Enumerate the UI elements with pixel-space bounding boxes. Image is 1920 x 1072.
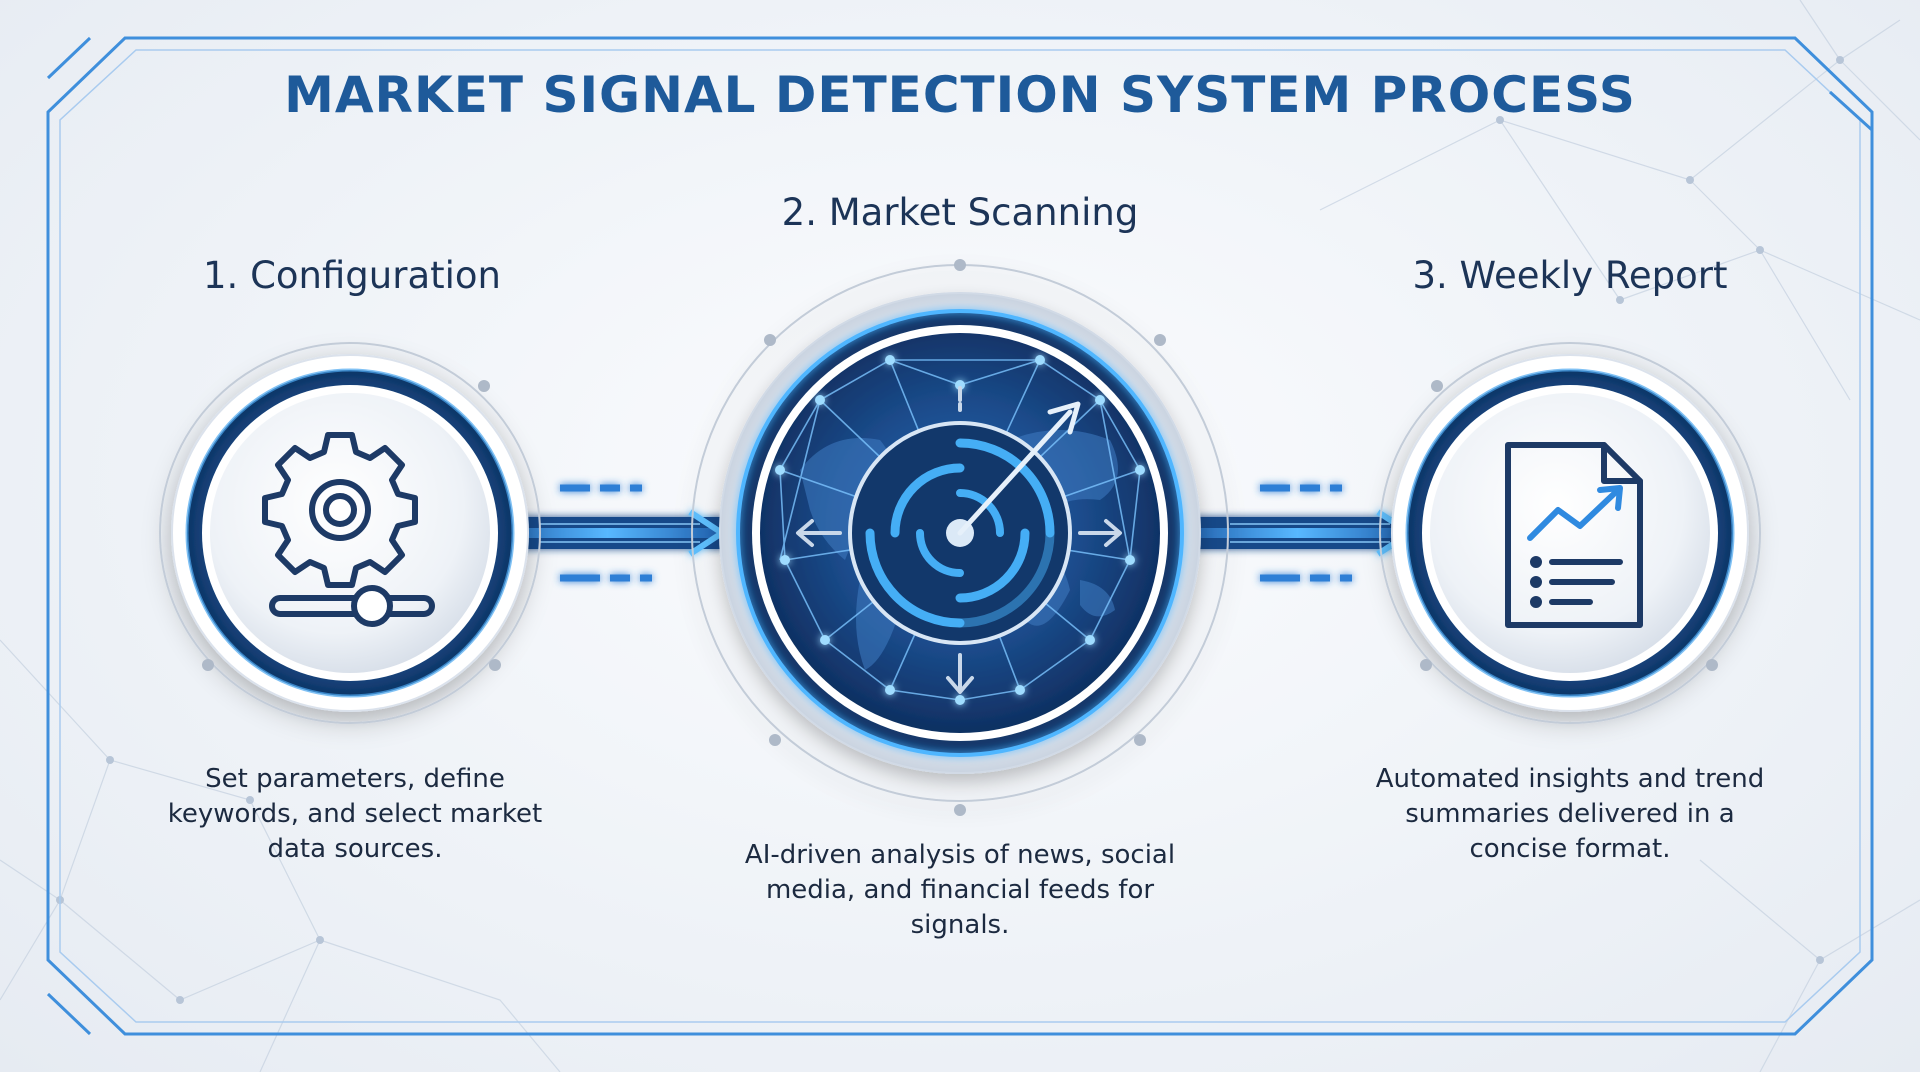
step-3-node [1379, 342, 1761, 724]
report-chart-icon [1505, 442, 1643, 628]
step-1-description: Set parameters, define keywords, and sel… [167, 764, 543, 864]
step-3-description: Automated insights and trend summaries d… [1375, 764, 1765, 864]
radar-globe-icon [848, 401, 1081, 645]
step-3-title: 3. Weekly Report [1412, 254, 1728, 297]
step-3-orbit-dots [1420, 380, 1718, 671]
gear-slider-icon [262, 432, 435, 627]
outer-frame [46, 36, 1874, 1036]
step-1-orbit-dots [202, 380, 501, 671]
scan-direction-arrows [796, 386, 1122, 694]
network-nodes [775, 355, 1145, 705]
diagram-title: MARKET SIGNAL DETECTION SYSTEM PROCESS [284, 66, 1636, 124]
step-2-title: 2. Market Scanning [781, 191, 1139, 234]
connector-2-3 [1180, 484, 1415, 582]
background-nodes [56, 56, 1844, 1004]
step-1-title: 1. Configuration [203, 254, 501, 297]
step-2-description: AI-driven analysis of news, social media… [744, 840, 1176, 940]
step-2-orbit-dots [764, 259, 1166, 816]
